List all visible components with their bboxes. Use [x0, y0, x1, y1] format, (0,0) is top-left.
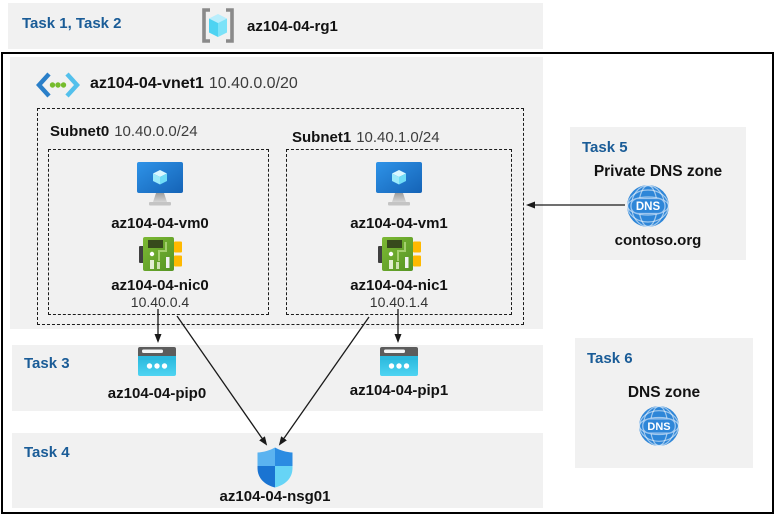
nic0-icon	[139, 235, 182, 273]
vnet-container	[10, 57, 543, 329]
vm1-icon	[374, 162, 424, 206]
task3-band	[12, 345, 543, 411]
pip1-icon	[380, 347, 418, 376]
pip1-label: az104-04-pip1	[349, 382, 449, 399]
task6-box	[575, 338, 753, 468]
vm0-label: az104-04-vm0	[111, 215, 209, 232]
nic0-ip: 10.40.0.4	[130, 294, 190, 310]
task6-label: Task 6	[587, 350, 633, 367]
dns-zone-title: DNS zone	[627, 384, 701, 401]
dns-globe-icon: DNS	[638, 405, 680, 447]
nsg-shield-icon	[256, 447, 294, 488]
nic1-ip: 10.40.1.4	[369, 294, 429, 310]
subnet0-cidr: 10.40.0.0/24	[114, 123, 198, 140]
contoso-org-label: contoso.org	[614, 232, 702, 249]
resource-group-band	[8, 3, 543, 49]
subnet0-name: Subnet0	[50, 123, 110, 140]
nic0-label: az104-04-nic0	[111, 277, 209, 294]
task5-label: Task 5	[582, 139, 628, 156]
task12-label: Task 1, Task 2	[22, 15, 122, 32]
vnet-cidr: 10.40.0.0/20	[208, 75, 298, 92]
dns-icon-text: DNS	[636, 201, 661, 213]
subnet1-box	[286, 149, 512, 315]
subnet1-cidr: 10.40.1.0/24	[356, 129, 440, 146]
vm0-icon	[135, 162, 185, 206]
task3-label: Task 3	[24, 355, 70, 372]
virtual-network-icon	[36, 72, 80, 98]
resource-group-icon	[199, 7, 237, 44]
vnet-name: az104-04-vnet1	[90, 75, 204, 92]
nic1-icon	[378, 235, 421, 273]
nsg-label: az104-04-nsg01	[219, 488, 331, 505]
subnet1-name: Subnet1	[292, 129, 352, 146]
task4-label: Task 4	[24, 444, 70, 461]
pip0-label: az104-04-pip0	[107, 385, 207, 402]
nic1-label: az104-04-nic1	[350, 277, 448, 294]
resource-group-label: az104-04-rg1	[247, 18, 338, 35]
vm1-label: az104-04-vm1	[350, 215, 448, 232]
private-dns-globe-icon: DNS	[626, 184, 670, 228]
pip0-icon	[138, 347, 176, 376]
dns-icon-text: DNS	[647, 421, 670, 433]
private-dns-zone-title: Private DNS zone	[593, 163, 723, 180]
